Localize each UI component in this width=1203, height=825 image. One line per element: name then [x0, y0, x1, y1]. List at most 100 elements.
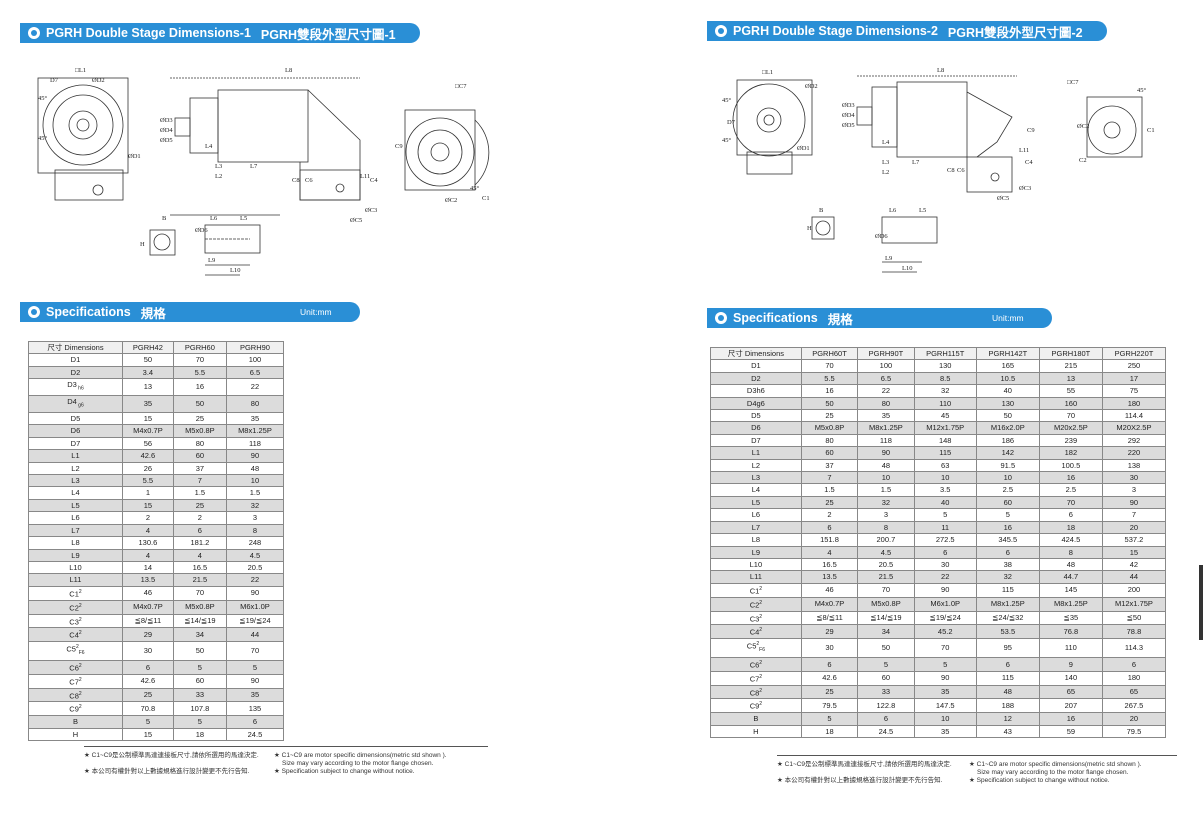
flange-outline	[37, 77, 129, 174]
table-cell: 180	[1101, 396, 1167, 411]
table-cell: 33	[172, 687, 227, 703]
dimension-label: L6	[28, 511, 123, 525]
table-cell: M12x1.75P	[913, 421, 977, 435]
dimension-label: D2	[28, 365, 123, 380]
table-cell: 14	[121, 560, 174, 575]
table-cell: 75	[1101, 384, 1167, 398]
table-cell: 100	[225, 353, 285, 367]
table-cell: M16x2.0P	[975, 421, 1040, 435]
heading-zh: PGRH雙段外型尺寸圖-1	[260, 27, 396, 42]
table-cell: 2.5	[975, 483, 1040, 497]
dimension-callout: □L1	[762, 69, 773, 76]
table-cell: 1.5	[225, 486, 285, 500]
dimension-callout: ØC2	[445, 197, 457, 204]
table-cell: 29	[800, 624, 859, 640]
motor-flange-view	[404, 109, 476, 191]
table-cell: 6	[913, 545, 977, 559]
dimension-callout: C2	[1079, 157, 1087, 164]
footnote-en-1: ★ C1~C9 are motor specific dimensions(me…	[969, 761, 1142, 768]
table-cell: 16	[1038, 471, 1103, 485]
dimension-callout: ØD4	[842, 112, 855, 119]
column-header: PGRH180T	[1038, 346, 1103, 361]
dimension-callout: L2	[882, 169, 889, 176]
table-cell: 29	[121, 627, 174, 643]
table-cell: 147.5	[913, 698, 977, 714]
table-cell: 250	[1101, 359, 1167, 373]
table-cell: 267.5	[1101, 698, 1167, 714]
right-page: PGRH Double Stage Dimensions-2 PGRH雙段外型尺…	[602, 0, 1203, 825]
table-cell: ≦19/≦24	[225, 613, 285, 629]
table-cell: 2.5	[1038, 483, 1103, 497]
table-cell: 10	[913, 471, 977, 485]
table-cell: 30	[800, 638, 859, 658]
table-row: C32≦8/≦11≦14/≦19≦19/≦24≦24/≦32≦35≦50	[710, 610, 1167, 626]
table-cell: 42.6	[121, 673, 174, 689]
table-cell: 34	[172, 627, 227, 643]
dimension-callout: 45°	[38, 135, 48, 142]
dimension-callout: ØD3	[160, 117, 173, 124]
dimension-callout: B	[162, 215, 167, 222]
dimension-label: L9	[710, 545, 802, 559]
table-cell: M4x0.7P	[121, 424, 174, 438]
table-cell: 200	[1101, 582, 1167, 598]
table-cell: 15	[121, 498, 174, 513]
dimension-label: C62	[710, 656, 802, 672]
table-cell: 65	[1038, 684, 1103, 700]
footnote-zh-2: ★ 本公司有權針對以上數據規格進行設計變更不先行告知.	[84, 768, 250, 775]
table-cell: 48	[225, 461, 285, 476]
table-cell: 5	[121, 715, 174, 729]
table-cell: 50	[857, 638, 915, 658]
bullet-icon	[715, 312, 727, 324]
table-cell: M20x2.5P	[1038, 421, 1103, 435]
table-cell: 4	[121, 523, 174, 538]
table-cell: 20.5	[225, 560, 285, 575]
table-cell: 18	[800, 724, 859, 739]
table-cell: 60	[975, 495, 1040, 510]
dimension-label: D3h6	[710, 384, 802, 398]
dimension-callout: C6	[305, 177, 313, 184]
table-cell: 44	[1101, 570, 1167, 584]
table-cell: 5	[975, 508, 1040, 522]
table-cell: 70	[172, 353, 227, 367]
column-header: PGRH90	[225, 340, 285, 355]
dimension-label: D5	[710, 409, 802, 423]
dimension-label: H	[28, 727, 123, 742]
dimension-callout: ØD4	[160, 127, 173, 134]
table-cell: 30	[121, 641, 174, 661]
footnote-en-2: Size may vary according to the motor fla…	[977, 769, 1129, 776]
heading-en: PGRH Double Stage Dimensions-2	[733, 24, 938, 38]
dimension-callout: L8	[937, 67, 944, 74]
table-cell: 118	[857, 433, 915, 448]
table-cell: 48	[975, 684, 1040, 700]
table-cell: M5x0.8P	[172, 424, 227, 438]
dimension-callout: D7	[727, 119, 736, 126]
table-cell: 40	[913, 495, 977, 510]
dimension-callout: H	[807, 225, 812, 232]
table-cell: ≦24/≦32	[975, 610, 1040, 626]
dimension-callout: 45°	[1137, 87, 1147, 94]
table-cell: 165	[975, 359, 1040, 373]
table-cell: 5	[225, 659, 285, 675]
gearbox-body	[217, 89, 309, 163]
table-cell: 20	[1101, 712, 1167, 726]
heading-zh: PGRH雙段外型尺寸圖-2	[947, 25, 1083, 40]
table-cell: 90	[225, 449, 285, 463]
